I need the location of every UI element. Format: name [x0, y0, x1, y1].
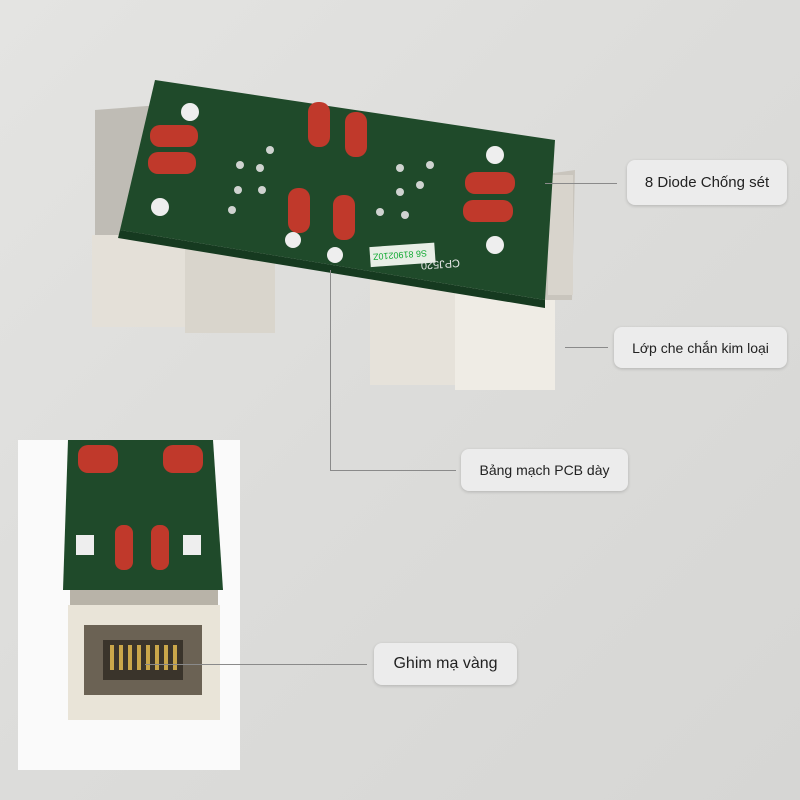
inset-photo [18, 440, 240, 770]
callout-shield: Lớp che chắn kim loại [614, 327, 787, 368]
solder-points [228, 146, 434, 219]
callout-pcb: Bảng mạch PCB dày [461, 449, 628, 491]
pins-leader-line [145, 664, 367, 665]
board-model: CPJ520 [420, 256, 460, 271]
callout-pins: Ghim mạ vàng [374, 643, 517, 685]
rj45-port-photo [63, 440, 223, 720]
board-serial: S6 8190210Z [372, 248, 427, 262]
pcb-leader-line-horizontal [330, 470, 456, 471]
pcb-board [118, 80, 555, 308]
pcb-leader-line-vertical [330, 270, 331, 471]
shield-leader-line [565, 347, 608, 348]
pcb-screws [151, 103, 504, 263]
diodes [148, 102, 515, 240]
diodes-leader-line [545, 183, 617, 184]
callout-diodes: 8 Diode Chống sét [627, 160, 787, 205]
